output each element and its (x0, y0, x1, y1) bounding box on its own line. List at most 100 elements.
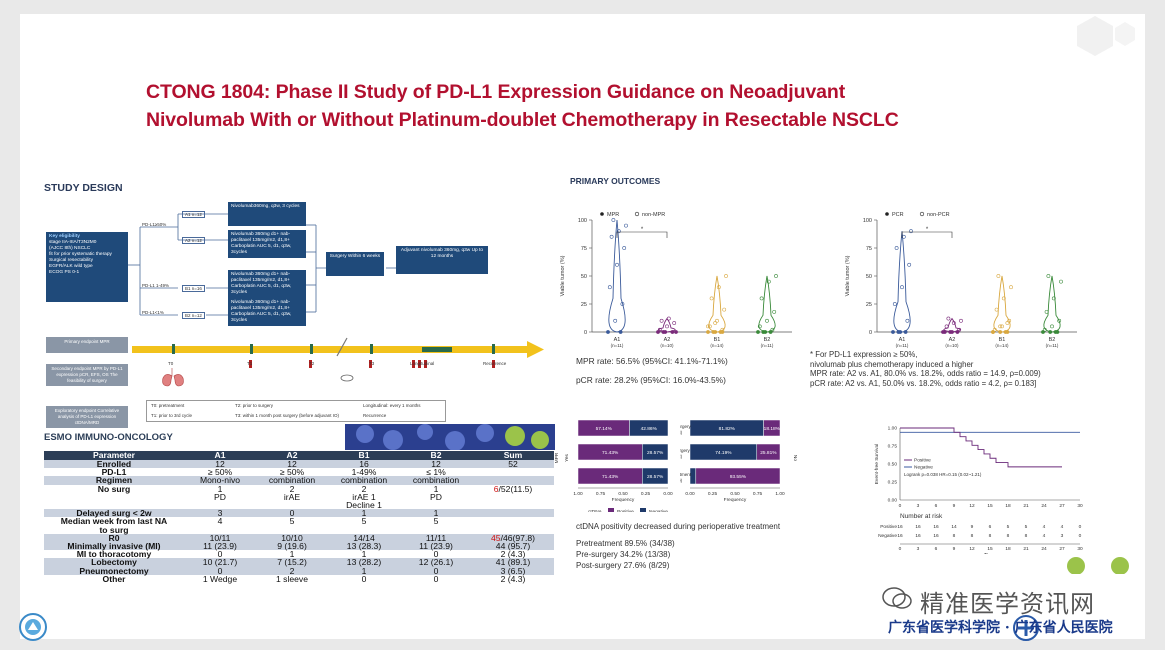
highlighted-value: 6 (493, 483, 499, 494)
bar-data-label: 42.86% (641, 426, 658, 432)
legend-label: Positive (914, 458, 931, 464)
legend-swatch (608, 508, 614, 512)
slide: CTONG 1804: Phase II Study of PD-L1 Expr… (19, 14, 1145, 641)
table-row: Minimally invasive (MI)11 (23.9)9 (19.6)… (44, 542, 554, 550)
table-cell (400, 501, 472, 510)
x-tick-label: 0.25 (708, 491, 718, 497)
table-cell: 5 (328, 517, 400, 526)
ctdna-mpr-no-stacked-bar: 81.82%18.18%Post-surgery(T3)74.19%25.81%… (680, 419, 798, 503)
data-point (722, 307, 727, 312)
wechat-icon (882, 587, 912, 609)
data-point (711, 330, 716, 334)
data-point (774, 274, 778, 278)
timepoint-note: Recurrence (363, 413, 387, 418)
risk-row-label: Positive (880, 524, 897, 530)
decorative-cells (1067, 557, 1129, 574)
decorative-hexagons (1077, 16, 1135, 56)
table-cell: 12 (400, 460, 472, 468)
data-point (891, 330, 895, 334)
table-cell: combination (256, 476, 328, 485)
data-point (907, 262, 912, 267)
data-point (715, 318, 719, 323)
timeline-label: T2 (309, 361, 315, 366)
data-point (959, 318, 963, 323)
y-axis-label: Viable tumor (%) (560, 255, 566, 296)
table-cell: 5 (400, 517, 472, 526)
bar-data-label: 28.57% (647, 450, 664, 456)
table-cell: 1 (400, 509, 472, 518)
mpr-rate-text: MPR rate: 56.5% (95%CI: 41.1%-71.1%) (576, 356, 728, 366)
risk-x-tick-label: 24 (1041, 546, 1047, 552)
risk-count: 9 (971, 524, 974, 530)
risk-count: 5 (1025, 524, 1028, 530)
x-axis-label: Frequency (612, 497, 635, 503)
eligibility-line: stage IIA-IIIA/T3N2M0 (49, 240, 97, 245)
stratum-label: PD-L1 1-49% (142, 283, 170, 288)
table-cell: Decline 1 (328, 501, 400, 509)
legend-marker (919, 211, 925, 217)
legend-marker (885, 212, 889, 216)
x-axis-label: Frequency (724, 497, 747, 503)
data-point (903, 330, 908, 334)
bar-segment (695, 467, 781, 485)
risk-count: 16 (915, 524, 921, 530)
parameter-name-cell: Pneumonectomy (44, 566, 184, 575)
risk-count: 5 (1007, 524, 1010, 530)
table-cell: 10 (21.7) (184, 558, 256, 567)
data-point (672, 321, 677, 325)
x-tick-label: 6 (935, 503, 938, 509)
data-point (611, 218, 616, 222)
timepoint-note: T2: prior to surgery (235, 403, 274, 408)
data-point (1053, 330, 1058, 334)
data-point (615, 262, 619, 267)
risk-count: 14 (951, 524, 957, 530)
y-tick-label: 0.75 (888, 444, 898, 450)
surgery-box: Surgery Within 6 weeks (326, 252, 384, 276)
x-tick-label: B2 (764, 337, 771, 343)
data-point (1057, 318, 1062, 323)
data-point (909, 229, 913, 234)
eligibility-line: fit for prior systematic therapy (49, 252, 112, 257)
table-cell: 2 (256, 566, 328, 575)
y-tick-label: 25 (866, 302, 872, 308)
primary-outcomes-heading: PRIMARY OUTCOMES (570, 176, 661, 186)
violin-shape (1043, 275, 1061, 333)
table-cell: 0 (400, 566, 472, 575)
y-tick-label: 25 (581, 302, 587, 308)
risk-count: 8 (971, 533, 974, 539)
table-cell: 7 (15.2) (256, 558, 328, 567)
lung-icon (162, 368, 184, 387)
data-point (1059, 279, 1063, 284)
bar-segment (763, 419, 781, 437)
timeline-label: Recurrence (483, 361, 507, 366)
parameter-name-cell: Minimally invasive (MI) (44, 542, 184, 550)
risk-count: 8 (989, 533, 992, 539)
y-tick-label: 50 (581, 274, 587, 280)
timeline-label: T1 (247, 361, 253, 366)
data-point (1000, 324, 1004, 329)
category-sublabel: (T3) (680, 430, 683, 435)
data-point (659, 318, 664, 323)
table-header-row: Parameter A1 A2 B1 B2 Sum (44, 451, 554, 460)
arm-treatment-box: Nivolumab 360mg d1+ nab-paclitaxel 135mg… (228, 270, 306, 298)
x-axis-label: Time (984, 553, 996, 554)
data-point (706, 330, 710, 334)
table-cell: 16 (328, 460, 400, 468)
x-tick-label: B1 (714, 337, 721, 343)
risk-count: 4 (1043, 533, 1046, 539)
arm-label: B1 n=16 (182, 285, 205, 292)
table-cell: 2 (256, 484, 328, 493)
risk-x-tick-label: 18 (1005, 546, 1011, 552)
risk-x-tick-label: 21 (1023, 546, 1029, 552)
table-cell: 11 (23.9) (184, 542, 256, 550)
bar-data-label: 25.81% (760, 450, 777, 456)
risk-count: 4 (1061, 524, 1064, 530)
data-point (946, 316, 951, 321)
data-point (951, 321, 956, 325)
x-tick-sublabel: (n=11) (896, 343, 909, 348)
table-cell: 44 (95.7) (472, 542, 554, 550)
parameter-name-cell: Lobectomy (44, 558, 184, 567)
